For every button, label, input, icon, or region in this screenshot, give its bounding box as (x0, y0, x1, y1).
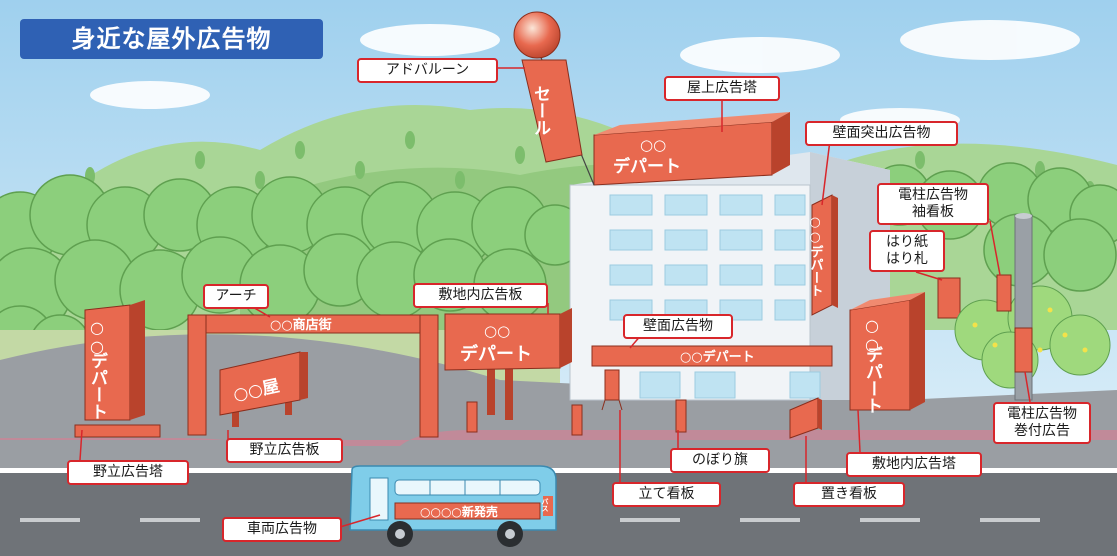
label-freestanding-tower: 野立広告塔 (67, 460, 189, 485)
label-pole-sleeve-line1: 電柱広告物 (898, 187, 968, 203)
wall-ad-sign: ○○デパート (591, 345, 833, 367)
rooftop-depart: デパート (613, 156, 681, 177)
label-balloon: アドバルーン (357, 58, 498, 83)
standing-sign-shape (601, 369, 623, 411)
label-onsite-tower: 敷地内広告塔 (846, 452, 982, 477)
label-wall-ad: 壁面広告物 (623, 314, 733, 339)
bus: ○○○○新発売 バス (349, 465, 557, 547)
onsite-board-depart: デパート (460, 343, 532, 365)
rooftop-ad-tower: ○○ デパート (593, 112, 790, 186)
onsite-tower-depart: デパート (862, 345, 883, 414)
balloon-banner-text: セール (530, 85, 551, 136)
placed-sign-shape (789, 397, 822, 439)
label-pole-wrap: 電柱広告物 巻付広告 (993, 402, 1091, 444)
wall-projecting-sign: ○○デパート (808, 194, 838, 316)
leader-lines (79, 67, 1031, 528)
label-rooftop-tower: 屋上広告塔 (664, 76, 780, 101)
freestanding-tower-depart: デパート (87, 351, 108, 420)
freestanding-ad-tower: ○○ デパート (74, 300, 161, 438)
projecting-sign-text: ○○デパート (808, 215, 824, 297)
wall-ad-text: ○○デパート (680, 349, 755, 365)
onsite-ad-board: ○○ デパート (444, 308, 572, 420)
page-title: 身近な屋外広告物 (20, 19, 323, 59)
onsite-tower-circles: ○○ (863, 316, 882, 354)
label-onsite-board: 敷地内広告板 (413, 283, 548, 308)
label-pole-wrap-line1: 電柱広告物 (1007, 406, 1077, 422)
label-posters-line2: はり札 (886, 251, 928, 267)
road-edge (0, 468, 1117, 473)
label-posters-line1: はり紙 (886, 234, 928, 250)
bus-side-text: バス (541, 498, 549, 512)
freestanding-ad-board: ○○屋 (219, 351, 308, 427)
label-placed-sign: 置き看板 (793, 482, 905, 507)
rooftop-circles: ○○ (640, 136, 666, 154)
freestanding-tower-circles: ○○ (88, 318, 107, 356)
onsite-ad-tower: ○○ デパート (849, 292, 925, 414)
arch-text: ○○商店街 (270, 317, 332, 333)
road-dashes (20, 518, 1040, 522)
shopping-arch: ○○商店街 (187, 314, 439, 438)
label-arch: アーチ (203, 284, 269, 309)
store-windows (609, 194, 821, 399)
label-nobori: のぼり旗 (670, 448, 770, 473)
label-posters: はり紙 はり札 (869, 230, 945, 272)
label-standing-sign: 立て看板 (612, 482, 721, 507)
label-pole-wrap-line2: 巻付広告 (1014, 423, 1070, 439)
nobori-flags (466, 399, 687, 436)
label-freestanding-board: 野立広告板 (226, 438, 343, 463)
label-vehicle: 車両広告物 (222, 517, 342, 542)
ad-balloon: セール (513, 11, 595, 186)
bus-ad-text: ○○○○新発売 (420, 504, 498, 519)
label-wall-projecting: 壁面突出広告物 (805, 121, 958, 146)
onsite-board-circles: ○○ (484, 322, 510, 340)
utility-pole (996, 213, 1033, 401)
label-pole-sleeve-line2: 袖看板 (912, 204, 954, 220)
wall-poster (937, 277, 961, 319)
shrub-flowers (972, 307, 1088, 353)
label-pole-sleeve: 電柱広告物 袖看板 (877, 183, 989, 225)
